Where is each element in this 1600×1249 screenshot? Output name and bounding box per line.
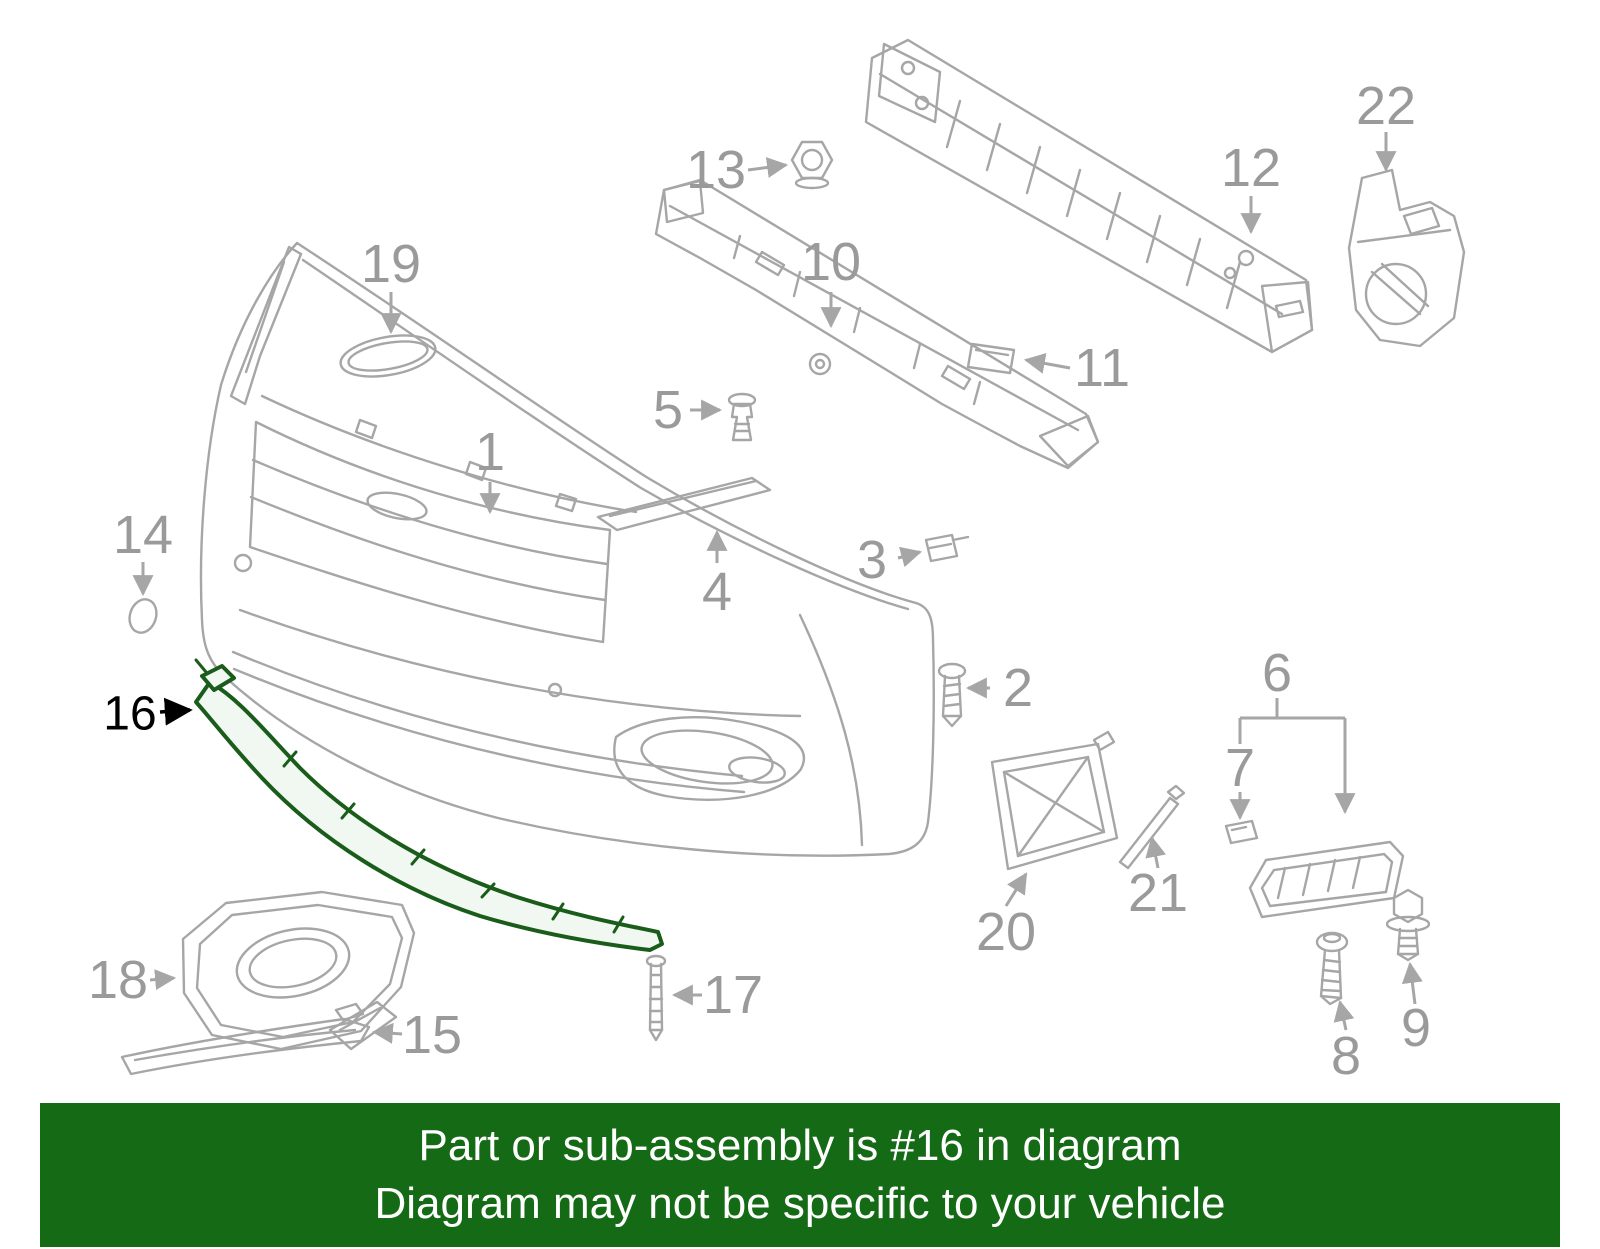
leader-arrows xyxy=(132,132,1423,1044)
callout-13: 13 xyxy=(685,140,747,200)
callout-4: 4 xyxy=(701,562,733,622)
callout-19: 19 xyxy=(360,234,422,294)
callout-1: 1 xyxy=(474,422,506,482)
callout-12: 12 xyxy=(1220,138,1282,198)
callout-18: 18 xyxy=(87,950,149,1010)
bracket-20 xyxy=(990,730,1119,871)
callout-14: 14 xyxy=(112,505,174,565)
info-banner: Part or sub-assembly is #16 in diagram D… xyxy=(40,1103,1560,1247)
part-16-highlight xyxy=(194,658,664,952)
callout-17: 17 xyxy=(702,965,764,1025)
nut-13 xyxy=(790,140,834,190)
callout-11: 11 xyxy=(1073,338,1131,398)
banner-line1: Part or sub-assembly is #16 in diagram xyxy=(418,1121,1182,1170)
callout-5: 5 xyxy=(652,380,684,440)
callout-8: 8 xyxy=(1330,1026,1362,1086)
plate-11 xyxy=(966,342,1016,375)
callout-16-highlighted: 16 xyxy=(103,687,157,741)
pin-21 xyxy=(1118,784,1186,870)
screw-8 xyxy=(1315,931,1349,1006)
callout-21: 21 xyxy=(1127,863,1189,923)
bolt-9 xyxy=(1385,888,1431,962)
nut-7 xyxy=(1224,819,1259,845)
callout-20: 20 xyxy=(975,902,1037,962)
callout-7: 7 xyxy=(1224,738,1256,798)
clip-3 xyxy=(924,533,970,563)
callout-9: 9 xyxy=(1400,998,1432,1058)
trim-strip-4 xyxy=(596,476,772,532)
push-clip-5 xyxy=(727,392,757,442)
screw-2 xyxy=(937,662,967,728)
bracket-22 xyxy=(1347,168,1466,348)
callout-10: 10 xyxy=(800,232,862,292)
reflector-bracket-6 xyxy=(1248,840,1405,919)
screw-17 xyxy=(645,954,667,1042)
energy-absorber xyxy=(654,178,1100,470)
bumper-cover xyxy=(199,241,935,857)
plug-14 xyxy=(128,598,158,634)
emblem-ring-19 xyxy=(339,334,437,378)
bumper-reinforcement xyxy=(864,38,1314,354)
lower-strip-15 xyxy=(120,1002,371,1076)
banner-line2: Diagram may not be specific to your vehi… xyxy=(374,1179,1226,1229)
callout-6: 6 xyxy=(1261,643,1293,703)
callout-15: 15 xyxy=(401,1005,463,1065)
callout-3: 3 xyxy=(856,530,888,590)
callout-22: 22 xyxy=(1355,76,1417,136)
callout-2: 2 xyxy=(1002,658,1034,718)
